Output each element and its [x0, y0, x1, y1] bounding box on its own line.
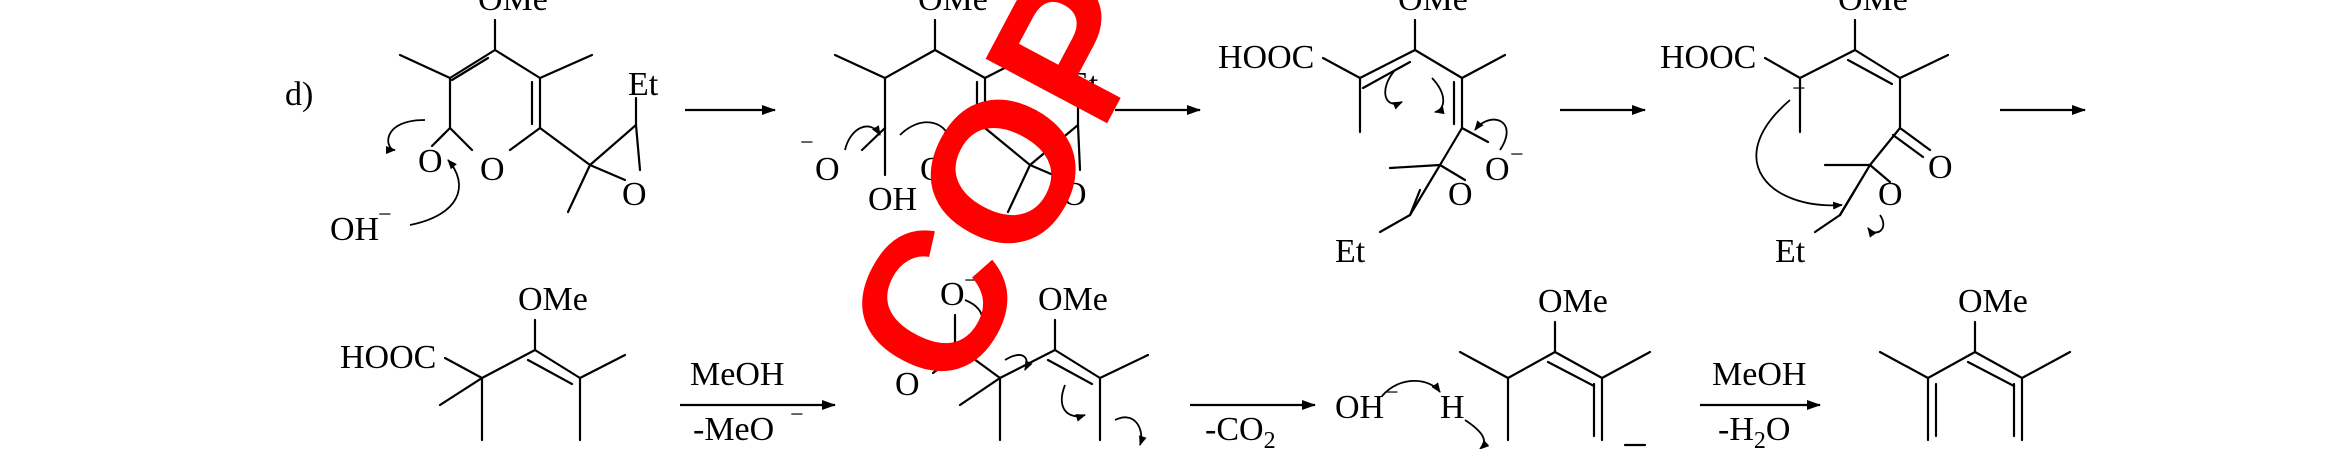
structure-2-tetrahedral-intermediate: OMe Et O − O O OH [800, 0, 1099, 218]
epoxide-oxygen: O [622, 176, 647, 213]
carbonyl-oxygen: O [895, 366, 920, 403]
structure-3-ring-opened-enolate: HOOC OMe O − O Et [1218, 0, 1524, 270]
ome-label: OMe [518, 281, 588, 318]
reagent-below-charge: − [790, 402, 804, 428]
alkoxide-oxygen: O [815, 151, 840, 188]
et-label: Et [1068, 66, 1099, 103]
ring-oxygen: O [920, 151, 945, 188]
hydroxyl-label: OH [868, 181, 917, 218]
structure-8-aromatic-product: OMe [1878, 283, 2072, 442]
ome-label: OMe [1398, 0, 1468, 18]
reagent-below: -MeO [693, 411, 774, 448]
structure-6-carboxylate: O − O OMe [895, 268, 1150, 446]
ring-oxygen: O [480, 151, 505, 188]
reagent-arrow-6: -CO2 [1190, 400, 1316, 449]
structure-4-diketone-epoxide: HOOC OMe O O Et − [1660, 0, 1953, 270]
epoxide-oxygen: O [1878, 176, 1903, 213]
ketone-oxygen: O [1928, 149, 1953, 186]
ome-label: OMe [1038, 281, 1108, 318]
epoxide-oxygen: O [1448, 176, 1473, 213]
reagent-below: -H2O [1718, 411, 1790, 449]
structure-5-cyclohexenone: HOOC OMe [340, 281, 627, 442]
et-label: Et [1335, 233, 1366, 270]
structure-7-dienol: OH − H OMe [1335, 283, 1652, 449]
hydroxide-label: OH [330, 211, 379, 248]
ome-label: OMe [918, 0, 988, 18]
ome-label: OMe [1838, 0, 1908, 18]
hydroxide-label: OH [1335, 389, 1384, 426]
ome-label: OMe [1958, 283, 2028, 320]
reagent-above: MeOH [690, 356, 784, 393]
part-label: d) [285, 76, 313, 113]
carbanion-charge: − [1792, 76, 1806, 102]
hydrogen-label: H [1440, 389, 1465, 426]
reagent-above: MeOH [1712, 356, 1806, 393]
hydroxide-charge: − [378, 202, 392, 228]
et-label: Et [628, 66, 659, 103]
carbonyl-oxygen: O [418, 143, 443, 180]
enolate-charge: − [1510, 142, 1524, 168]
ome-label: OMe [478, 0, 548, 18]
watermark: COPY [801, 0, 1264, 420]
hooc-label: HOOC [1218, 39, 1314, 76]
reagent-below: -CO2 [1205, 411, 1276, 449]
et-label: Et [1775, 233, 1806, 270]
hooc-label: HOOC [340, 339, 436, 376]
reagent-arrow-7: MeOH -H2O [1700, 356, 1821, 449]
epoxide-oxygen: O [1062, 176, 1087, 213]
hydroxide-charge: − [1385, 380, 1399, 406]
structure-1-pyranone: OMe O O Et O OH − [330, 0, 659, 248]
carboxylate-charge: − [964, 268, 978, 294]
carboxylate-oxygen: O [940, 276, 965, 313]
alkoxide-charge: − [800, 130, 814, 156]
reagent-arrow-5: MeOH -MeO − [680, 356, 836, 448]
hooc-label: HOOC [1660, 39, 1756, 76]
ome-label: OMe [1538, 283, 1608, 320]
enolate-oxygen: O [1485, 151, 1510, 188]
